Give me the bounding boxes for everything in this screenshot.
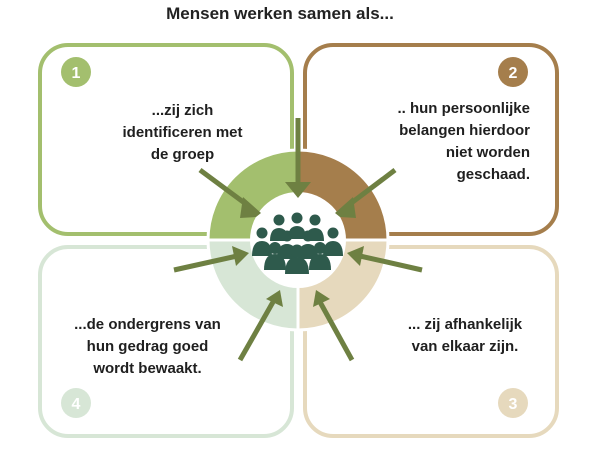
card-4-number-badge bbox=[61, 388, 91, 418]
card-3-text: ... zij afhankelijk van elkaar zijn. bbox=[380, 314, 550, 358]
arrow-heads bbox=[232, 182, 364, 307]
arrow-head-right bbox=[347, 246, 364, 266]
card-2-line-1: .. hun persoonlijke bbox=[397, 100, 530, 117]
card-2-line-4: geschaad. bbox=[456, 166, 530, 183]
arrow-head-top-right bbox=[335, 197, 356, 218]
card-1-number: 1 bbox=[72, 65, 81, 82]
card-1-line-2: identificeren met bbox=[122, 124, 243, 141]
arrow-head-top-left bbox=[240, 197, 261, 218]
card-2-text: .. hun persoonlijke belangen hierdoor ni… bbox=[365, 98, 530, 186]
card-2-line-3: niet worden bbox=[445, 144, 530, 161]
arrow-left bbox=[173, 253, 238, 273]
card-4-line-3: wordt bewaakt. bbox=[93, 360, 202, 377]
card-4-number: 4 bbox=[72, 396, 81, 413]
card-3-number: 3 bbox=[509, 396, 518, 413]
arrows bbox=[173, 118, 423, 362]
card-1-number-badge bbox=[61, 57, 91, 87]
card-1-line-1: ...zij zich bbox=[151, 102, 214, 119]
card-3-number-badge bbox=[498, 388, 528, 418]
card-2-line-2: belangen hierdoor bbox=[399, 122, 530, 139]
diagram-title: Mensen werken samen als... bbox=[166, 4, 394, 23]
arrow-bottom-right bbox=[317, 300, 355, 362]
arrow-head-top bbox=[285, 182, 311, 198]
card-3-line-1: ... zij afhankelijk bbox=[407, 316, 523, 333]
arrow-top-left bbox=[198, 167, 252, 210]
card-4-text: ...de ondergrens van hun gedrag goed wor… bbox=[55, 314, 240, 380]
arrow-bottom-left bbox=[237, 300, 276, 362]
arrow-head-left bbox=[232, 246, 249, 266]
card-1-text: ...zij zich identificeren met de groep bbox=[95, 100, 270, 166]
arrow-right bbox=[359, 253, 423, 273]
card-3-line-2: van elkaar zijn. bbox=[411, 338, 519, 355]
card-2-number-badge bbox=[498, 57, 528, 87]
arrow-top-right bbox=[344, 168, 397, 209]
group-of-people-icon bbox=[252, 212, 343, 274]
card-1-line-3: de groep bbox=[150, 146, 215, 163]
card-4-line-1: ...de ondergrens van bbox=[74, 316, 221, 333]
card-2-number: 2 bbox=[509, 65, 518, 82]
arrow-head-bottom-right bbox=[313, 290, 330, 307]
arrow-head-bottom-left bbox=[266, 290, 283, 307]
card-4-line-2: hun gedrag goed bbox=[86, 338, 209, 355]
